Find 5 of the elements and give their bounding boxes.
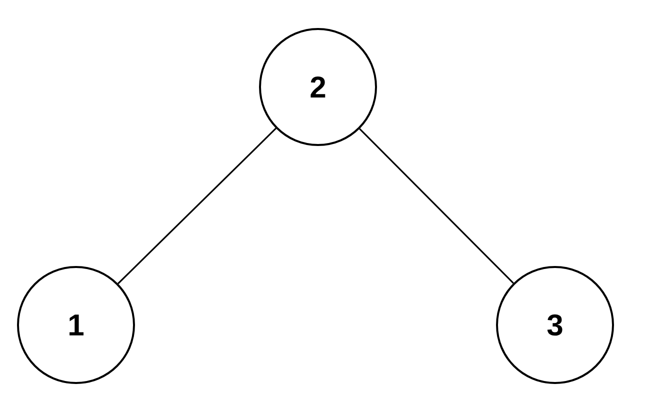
connector-line xyxy=(118,128,276,284)
circle-node: 1 xyxy=(17,266,135,384)
circle-node: 3 xyxy=(496,266,614,384)
connector-line xyxy=(359,128,514,284)
circle-node: 2 xyxy=(259,28,377,146)
